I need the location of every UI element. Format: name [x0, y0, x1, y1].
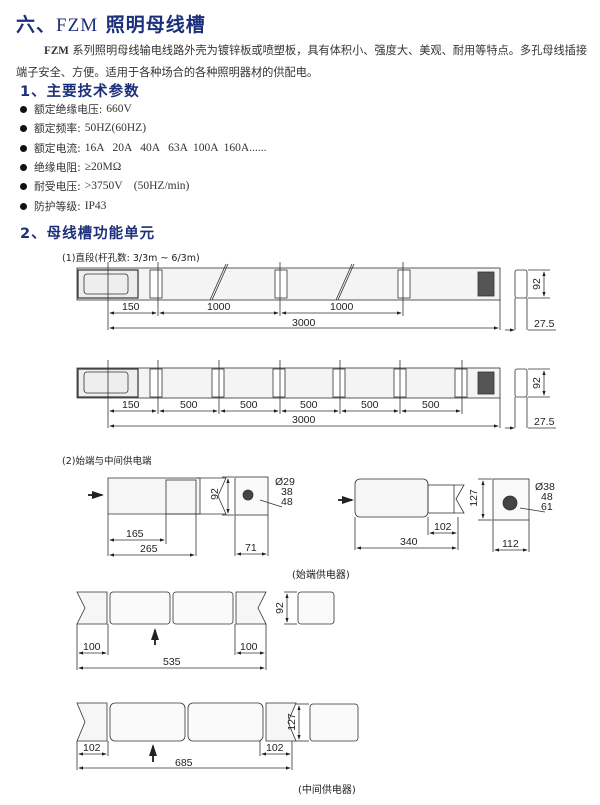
straight-section-label: (1)直段(杆孔数: 3/3m ~ 6/3m) — [62, 253, 200, 264]
dim-label: 112 — [502, 538, 519, 550]
dim-label: 340 — [400, 536, 418, 548]
dim-label: 150 — [122, 399, 140, 411]
dim-label: 100 — [240, 641, 258, 653]
section-heading-units: 2、母线槽功能单元 — [20, 226, 156, 242]
dim-label: 150 — [122, 301, 140, 313]
dim-label: 92 — [273, 602, 286, 614]
spec-item: 耐受电压: >3750V (50HZ/min) — [20, 177, 267, 196]
dim-label: 92 — [208, 488, 221, 500]
start-feeder-large — [338, 478, 546, 552]
intro-paragraph: FZM 系列照明母线输电线路外壳为镀锌板或喷塑板，具有体积小、强度大、美观、耐用… — [16, 44, 588, 79]
dim-label: 27.5 — [534, 416, 555, 428]
dim-label: 500 — [300, 399, 318, 411]
middle-feeder-caption: (中间供电器) — [298, 785, 356, 796]
dim-label: 685 — [175, 757, 193, 769]
dim-label: 500 — [180, 399, 198, 411]
section-heading-specs: 1、主要技术参数 — [20, 84, 140, 100]
dim-label: 100 — [83, 641, 101, 653]
dim-label: 102 — [266, 742, 284, 754]
middle-feeder-large — [76, 702, 359, 770]
bullet-icon — [20, 202, 27, 210]
dim-label: 1000 — [207, 301, 231, 313]
dim-label: 535 — [163, 656, 181, 668]
dim-label: 92 — [530, 278, 543, 290]
bullet-icon — [20, 106, 27, 114]
dim-label: 38 — [281, 486, 293, 498]
bullet-icon — [20, 144, 27, 152]
dim-label: 48 — [281, 496, 293, 508]
spec-list: 额定绝缘电压: 660V 额定频率: 50HZ(60HZ) 额定电流: 16A … — [20, 100, 267, 216]
dim-label: Ø29 — [275, 476, 295, 488]
start-feeder-caption: (始端供电器) — [292, 570, 350, 581]
straight-drawing-2 — [76, 360, 556, 430]
dim-label: 102 — [434, 521, 452, 533]
dim-label: 71 — [245, 542, 257, 554]
start-feeder-small — [88, 476, 283, 557]
straight-drawing-1 — [76, 262, 556, 332]
dim-label: 3000 — [292, 414, 316, 426]
dim-label: 500 — [361, 399, 379, 411]
spec-item: 额定频率: 50HZ(60HZ) — [20, 119, 267, 138]
spec-item: 绝缘电阻: ≥20MΩ — [20, 158, 267, 177]
spec-item: 额定绝缘电压: 660V — [20, 100, 267, 119]
bullet-icon — [20, 183, 27, 191]
middle-feeder-small — [76, 591, 335, 670]
spec-item: 防护等级: IP43 — [20, 196, 267, 215]
dim-label: 127 — [467, 489, 480, 507]
dim-label: 92 — [530, 377, 543, 389]
dim-label: 27.5 — [534, 318, 555, 330]
dim-label: 265 — [140, 543, 158, 555]
dim-label: 3000 — [292, 317, 316, 329]
feeder-section-label: (2)始端与中间供电端 — [62, 456, 152, 467]
dim-label: 61 — [541, 501, 553, 513]
dim-label: Ø38 — [535, 481, 555, 493]
page-title: 六、FZM 照明母线槽 — [16, 14, 206, 36]
bullet-icon — [20, 164, 27, 172]
dim-label: 165 — [126, 528, 144, 540]
spec-item: 额定电流: 16A 20A 40A 63A 100A 160A...... — [20, 139, 267, 158]
dim-label: 48 — [541, 491, 553, 503]
dim-label: 500 — [240, 399, 258, 411]
dim-label: 102 — [83, 742, 101, 754]
dim-label: 1000 — [330, 301, 354, 313]
dim-label: 127 — [285, 713, 298, 731]
dim-label: 500 — [422, 399, 440, 411]
bullet-icon — [20, 125, 27, 133]
